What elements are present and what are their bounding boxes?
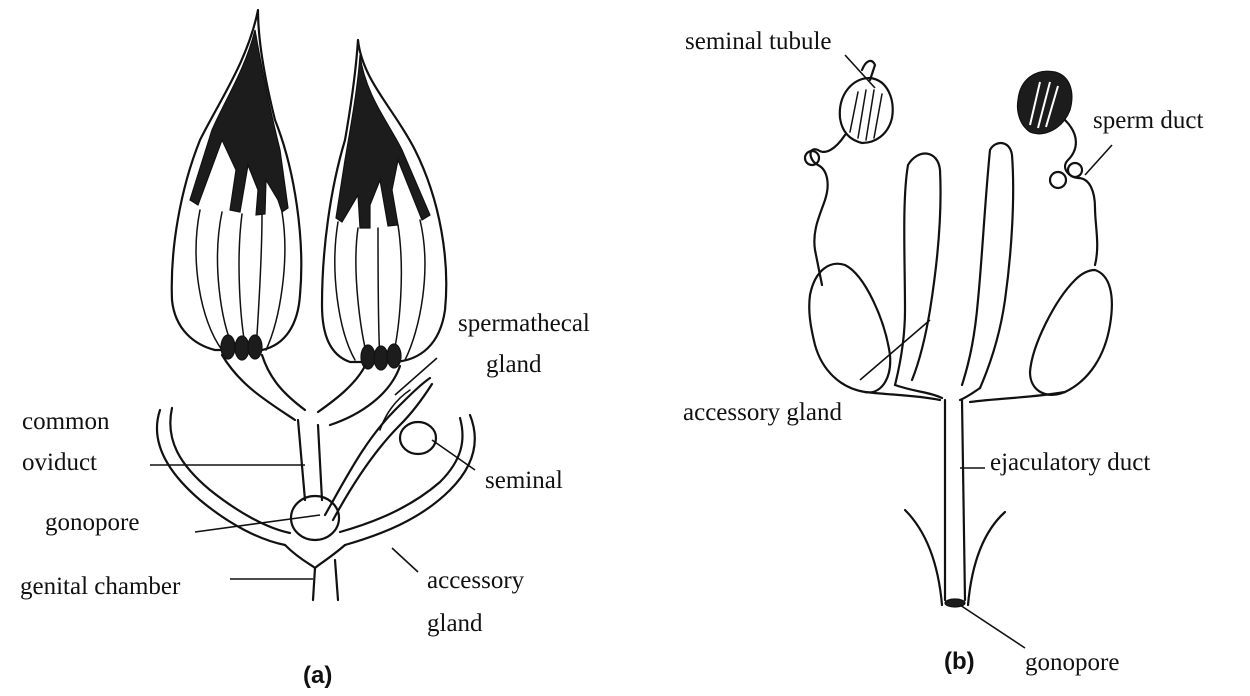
label-spermathecal-gland: gland bbox=[486, 351, 542, 378]
male-reproductive-system-drawing: seminal tubule sperm duct accessory glan… bbox=[683, 28, 1203, 676]
label-common: common bbox=[22, 408, 110, 435]
label-oviduct: oviduct bbox=[22, 449, 97, 476]
left-accessory-gland bbox=[157, 408, 290, 545]
penis-sheath bbox=[905, 510, 1005, 605]
ejaculatory-duct bbox=[945, 400, 965, 600]
label-spermathecal: spermathecal bbox=[458, 310, 590, 337]
genital-chamber bbox=[285, 496, 345, 600]
label-seminal: seminal bbox=[485, 467, 563, 494]
pointer-accessory-gland-b bbox=[860, 320, 930, 380]
label-genital-chamber: genital chamber bbox=[20, 573, 181, 600]
left-testis bbox=[805, 61, 893, 285]
pointer-gonopore-b bbox=[960, 605, 1025, 648]
right-accessory-gland bbox=[340, 415, 475, 545]
label-accessory-gland-a: gland bbox=[427, 610, 483, 637]
pointer-gonopore-a bbox=[195, 515, 320, 532]
label-gonopore-b: gonopore bbox=[1025, 649, 1119, 676]
accessory-gland-right-inner bbox=[962, 143, 1013, 388]
label-accessory: accessory bbox=[427, 567, 525, 594]
common-oviduct bbox=[298, 420, 322, 500]
caption-b: (b) bbox=[944, 648, 975, 675]
pointer-sperm-duct bbox=[1085, 145, 1112, 175]
pointer-accessory-gland-a bbox=[392, 548, 418, 572]
label-accessory-gland-b: accessory gland bbox=[683, 399, 842, 426]
left-ovary bbox=[172, 10, 305, 420]
female-reproductive-system-drawing: spermathecal gland common oviduct semina… bbox=[20, 10, 590, 689]
accessory-gland-right-outer bbox=[1030, 270, 1112, 395]
accessory-gland-left-inner bbox=[895, 154, 941, 385]
label-ejaculatory-duct: ejaculatory duct bbox=[990, 449, 1150, 476]
label-seminal-tubule: seminal tubule bbox=[685, 28, 832, 55]
right-testis bbox=[1018, 71, 1098, 265]
label-gonopore-a: gonopore bbox=[45, 509, 139, 536]
caption-a: (a) bbox=[303, 662, 332, 689]
label-sperm-duct: sperm duct bbox=[1093, 107, 1203, 134]
